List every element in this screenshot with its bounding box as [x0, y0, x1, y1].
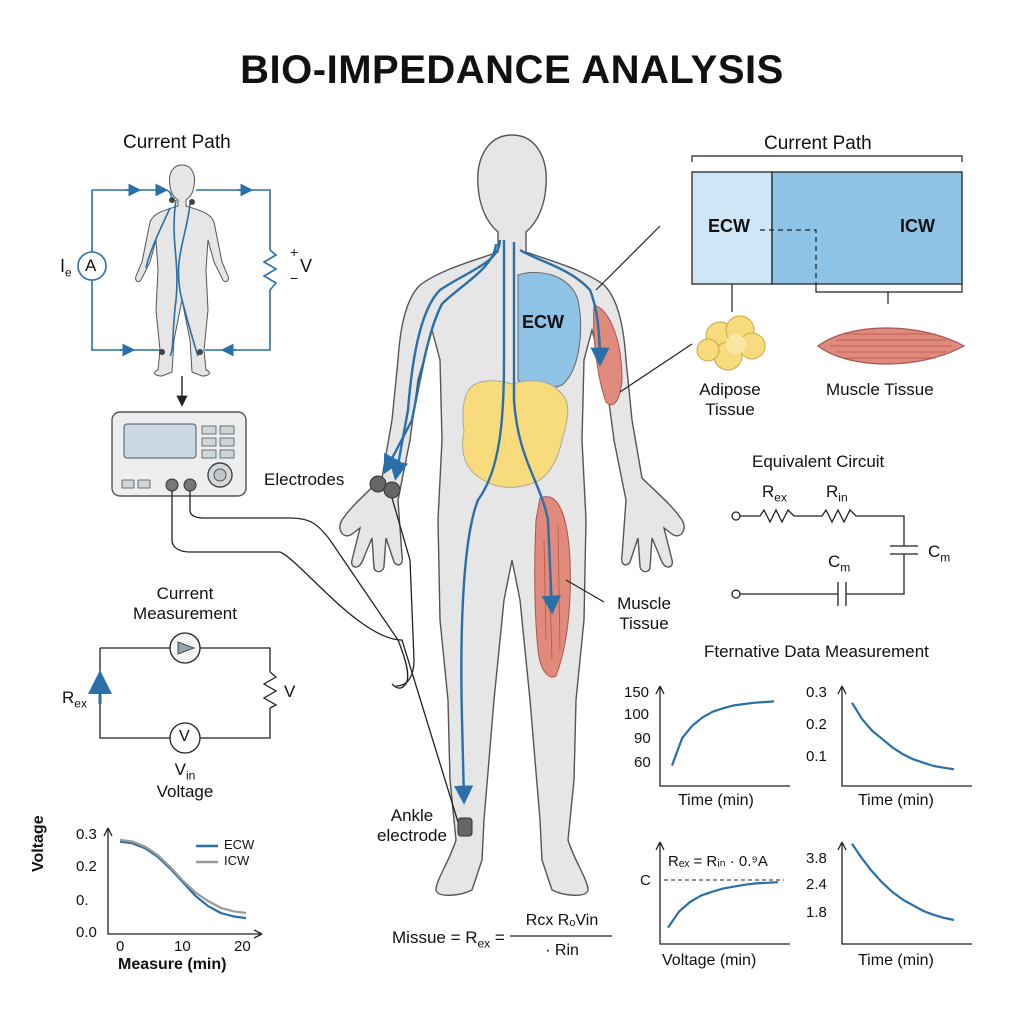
chart1-ytick: 100 [624, 706, 650, 723]
voltmeter-symbol: V [179, 728, 190, 745]
cm-label-right: Cm [928, 542, 951, 565]
ammeter-symbol: A [85, 256, 97, 275]
chart2-series-0-line [851, 702, 955, 771]
chart0-ylabel: Voltage [30, 815, 47, 872]
muscle-tissue-icon [816, 327, 966, 365]
thigh-muscle [534, 496, 571, 678]
chart0-legend-icw: ICW [224, 853, 250, 868]
chart0-xtick: 0 [116, 938, 125, 955]
voltmeter-icon [169, 722, 201, 754]
mini-body [135, 164, 229, 377]
formula-denominator: · Rin [545, 942, 579, 959]
chart3-annotation: Rₑₓ = Rᵢₙ · 0.⁹A [668, 853, 768, 870]
chart0-xlabel: Measure (min) [118, 956, 227, 973]
wrist-electrode-2[interactable] [383, 481, 401, 499]
body-figure [339, 134, 685, 896]
chart3-ytick: C [640, 872, 651, 889]
page-title: BIO-IMPEDANCE ANALYSIS [240, 48, 784, 92]
muscle-tissue-caption: Muscle Tissue [826, 380, 934, 399]
equivalent-circuit-title: Equivalent Circuit [752, 452, 885, 471]
chart2-ytick: 0.1 [806, 748, 827, 765]
chart0-xtick: 20 [234, 938, 251, 955]
chart4-xlabel: Time (min) [858, 952, 934, 969]
ammeter-label: Ie [60, 256, 72, 280]
chart-axes [103, 685, 972, 945]
adipose-organ [462, 380, 569, 488]
r-in-label: Rin [826, 482, 848, 505]
ammeter-icon [77, 251, 107, 281]
chart2-ytick: 0.3 [806, 684, 827, 701]
impedance-meter-device [111, 411, 247, 497]
equivalent-circuit [731, 508, 918, 606]
chart2-xlabel: Time (min) [858, 792, 934, 809]
chart1-ytick: 90 [634, 730, 651, 747]
chart0-ytick: 0.0 [76, 924, 97, 941]
chart4-series-0-line [851, 843, 955, 922]
measurement-circuit [99, 647, 278, 739]
chart1-series-0-line [670, 700, 775, 766]
electrodes-label: Electrodes [264, 470, 345, 489]
chart4-ytick: 2.4 [806, 876, 827, 893]
chart4-ytick: 3.8 [806, 850, 827, 867]
body-current-lines [383, 239, 610, 805]
r-ex-label: Rex [762, 482, 787, 505]
ankle-electrode[interactable] [457, 817, 473, 837]
chart4-ytick: 1.8 [806, 904, 827, 921]
voltage-source-label: V [300, 256, 313, 276]
chart0-ytick: 0. [76, 892, 89, 909]
ecw-organ-label: ECW [522, 312, 564, 332]
chart1-ytick: 60 [634, 754, 651, 771]
chart0-ytick: 0.2 [76, 858, 97, 875]
ecw-compartment-label: ECW [708, 216, 750, 236]
chart2-ytick: 0.2 [806, 716, 827, 733]
adipose-tissue-icon [696, 315, 766, 371]
resistor-icon [262, 249, 278, 291]
chart0-ytick: 0.3 [76, 826, 97, 843]
formula-numerator: Rcx RₒVin [525, 912, 599, 929]
chart0-xtick: 10 [174, 938, 191, 955]
r-ex-measure-label: Rex [62, 688, 87, 711]
icw-compartment [771, 171, 963, 285]
right-current-path-title: Current Path [764, 133, 872, 154]
minus-sign: − [290, 270, 299, 286]
chart3-series-0-line [667, 881, 779, 929]
cm-label-left: Cm [828, 552, 851, 575]
chart0-legend-ecw: ECW [224, 837, 255, 852]
v-in-label: Vin Voltage [156, 760, 214, 802]
formula-lhs: Missue = Rex = [392, 928, 505, 951]
plus-sign: + [290, 244, 299, 260]
data-measurement-title: Fternative Data Measurement [704, 642, 929, 661]
v-resistor-label: V [284, 682, 296, 701]
chart1-xlabel: Time (min) [678, 792, 754, 809]
chart0-series-0-line [119, 840, 247, 920]
left-current-path-title: Current Path [123, 132, 231, 153]
icw-compartment-label: ICW [900, 216, 935, 236]
chart0-series-1-line [119, 838, 247, 915]
chart1-ytick: 150 [624, 684, 650, 701]
chart3-xlabel: Voltage (min) [662, 952, 757, 969]
